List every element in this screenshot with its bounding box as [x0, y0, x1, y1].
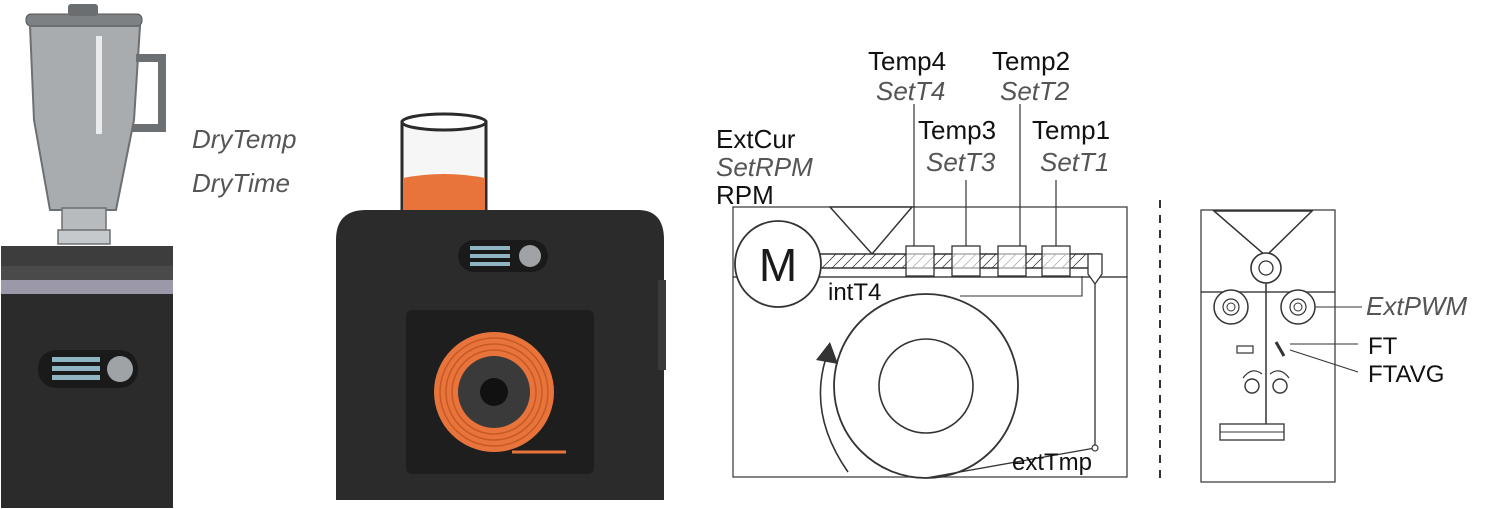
motor-symbol: M	[759, 239, 797, 291]
zone1-temp-label: Temp1	[1032, 115, 1110, 145]
motor-rpm-label: RPM	[716, 180, 774, 210]
internal-temp-label: intT4	[828, 279, 881, 306]
extruder-illustration	[336, 112, 666, 500]
external-temp-label: extTmp	[1012, 449, 1092, 476]
dryer-param-drytemp: DryTemp	[192, 124, 297, 154]
zone3-temp-label: Temp3	[918, 115, 996, 145]
zone1-setpoint-label: SetT1	[1040, 147, 1109, 177]
zone3-setpoint-label: SetT3	[926, 147, 996, 177]
filament-thickness-label: FT	[1368, 333, 1398, 360]
puller-schematic	[1200, 209, 1362, 483]
motor-setrpm-label: SetRPM	[716, 152, 813, 182]
zone2-temp-label: Temp2	[992, 46, 1070, 76]
zone4-setpoint-label: SetT4	[876, 76, 945, 106]
extruder-schematic	[732, 104, 1128, 479]
filament-thickness-avg-label: FTAVG	[1368, 361, 1444, 388]
zone2-setpoint-label: SetT2	[1000, 76, 1070, 106]
puller-pwm-label: ExtPWM	[1366, 291, 1467, 321]
dryer-illustration	[1, 4, 173, 508]
zone4-temp-label: Temp4	[868, 46, 946, 76]
dryer-param-drytime: DryTime	[192, 168, 290, 198]
motor-current-label: ExtCur	[716, 124, 796, 154]
